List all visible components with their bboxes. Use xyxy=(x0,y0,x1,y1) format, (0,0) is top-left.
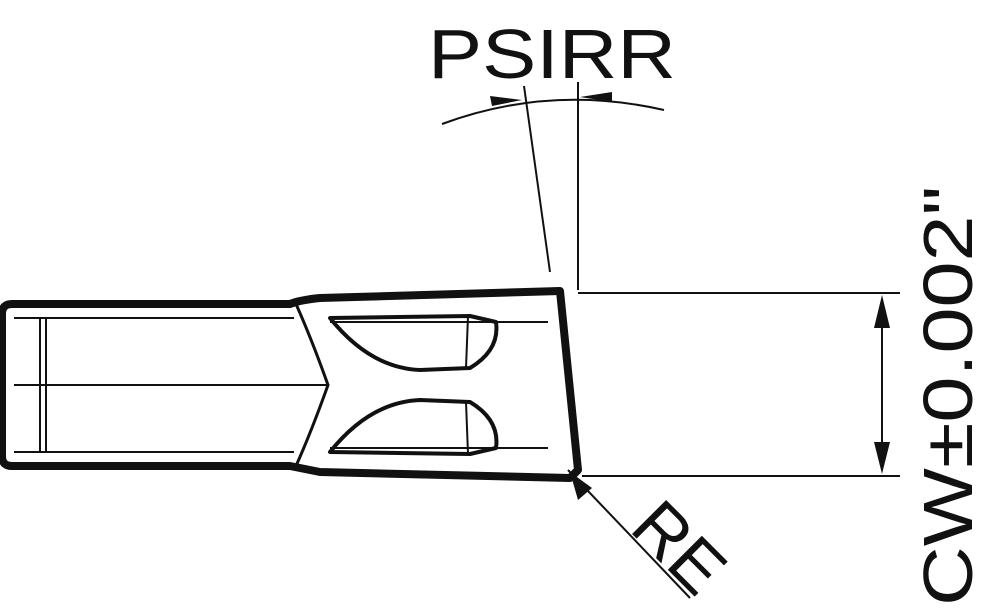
chipbreaker-notch xyxy=(294,303,330,467)
lower-chip-groove xyxy=(328,398,499,456)
psirr-arrow-right xyxy=(580,92,612,102)
re-label: RE xyxy=(617,485,741,609)
insert-outline xyxy=(0,287,582,482)
psirr-label: PSIRR xyxy=(428,15,676,93)
re-leader-line xyxy=(567,469,691,599)
cw-arrow-bottom xyxy=(874,442,890,474)
re-arrow xyxy=(570,472,592,500)
psirr-edge-line xyxy=(523,85,551,273)
cw-arrow-top xyxy=(874,295,890,328)
cw-label: CW±0.002" xyxy=(909,186,987,606)
psirr-arc xyxy=(441,98,665,125)
psirr-arrow-left xyxy=(490,96,522,106)
upper-chip-groove xyxy=(328,314,499,372)
upper-groove-line xyxy=(465,315,469,369)
lower-groove-line xyxy=(465,401,469,455)
